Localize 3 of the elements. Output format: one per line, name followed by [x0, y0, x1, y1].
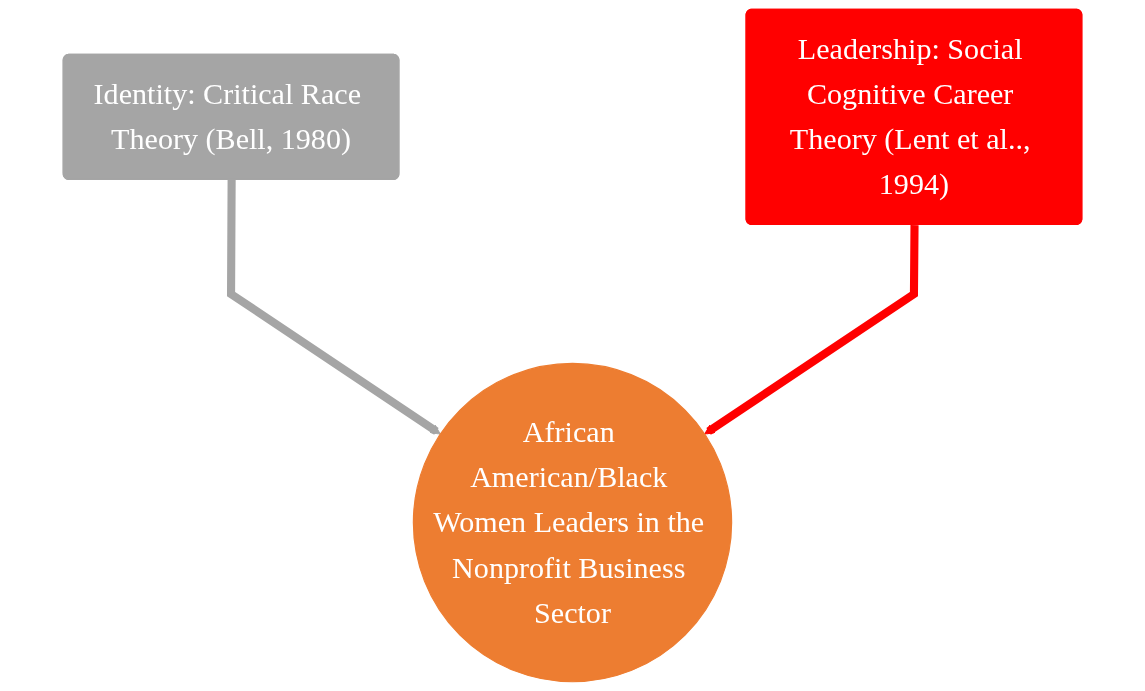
arrow [704, 225, 919, 435]
node-circle: African American/Black Women Leaders in the Nonprofit Business Sector [412, 362, 733, 683]
arrow [227, 179, 441, 435]
